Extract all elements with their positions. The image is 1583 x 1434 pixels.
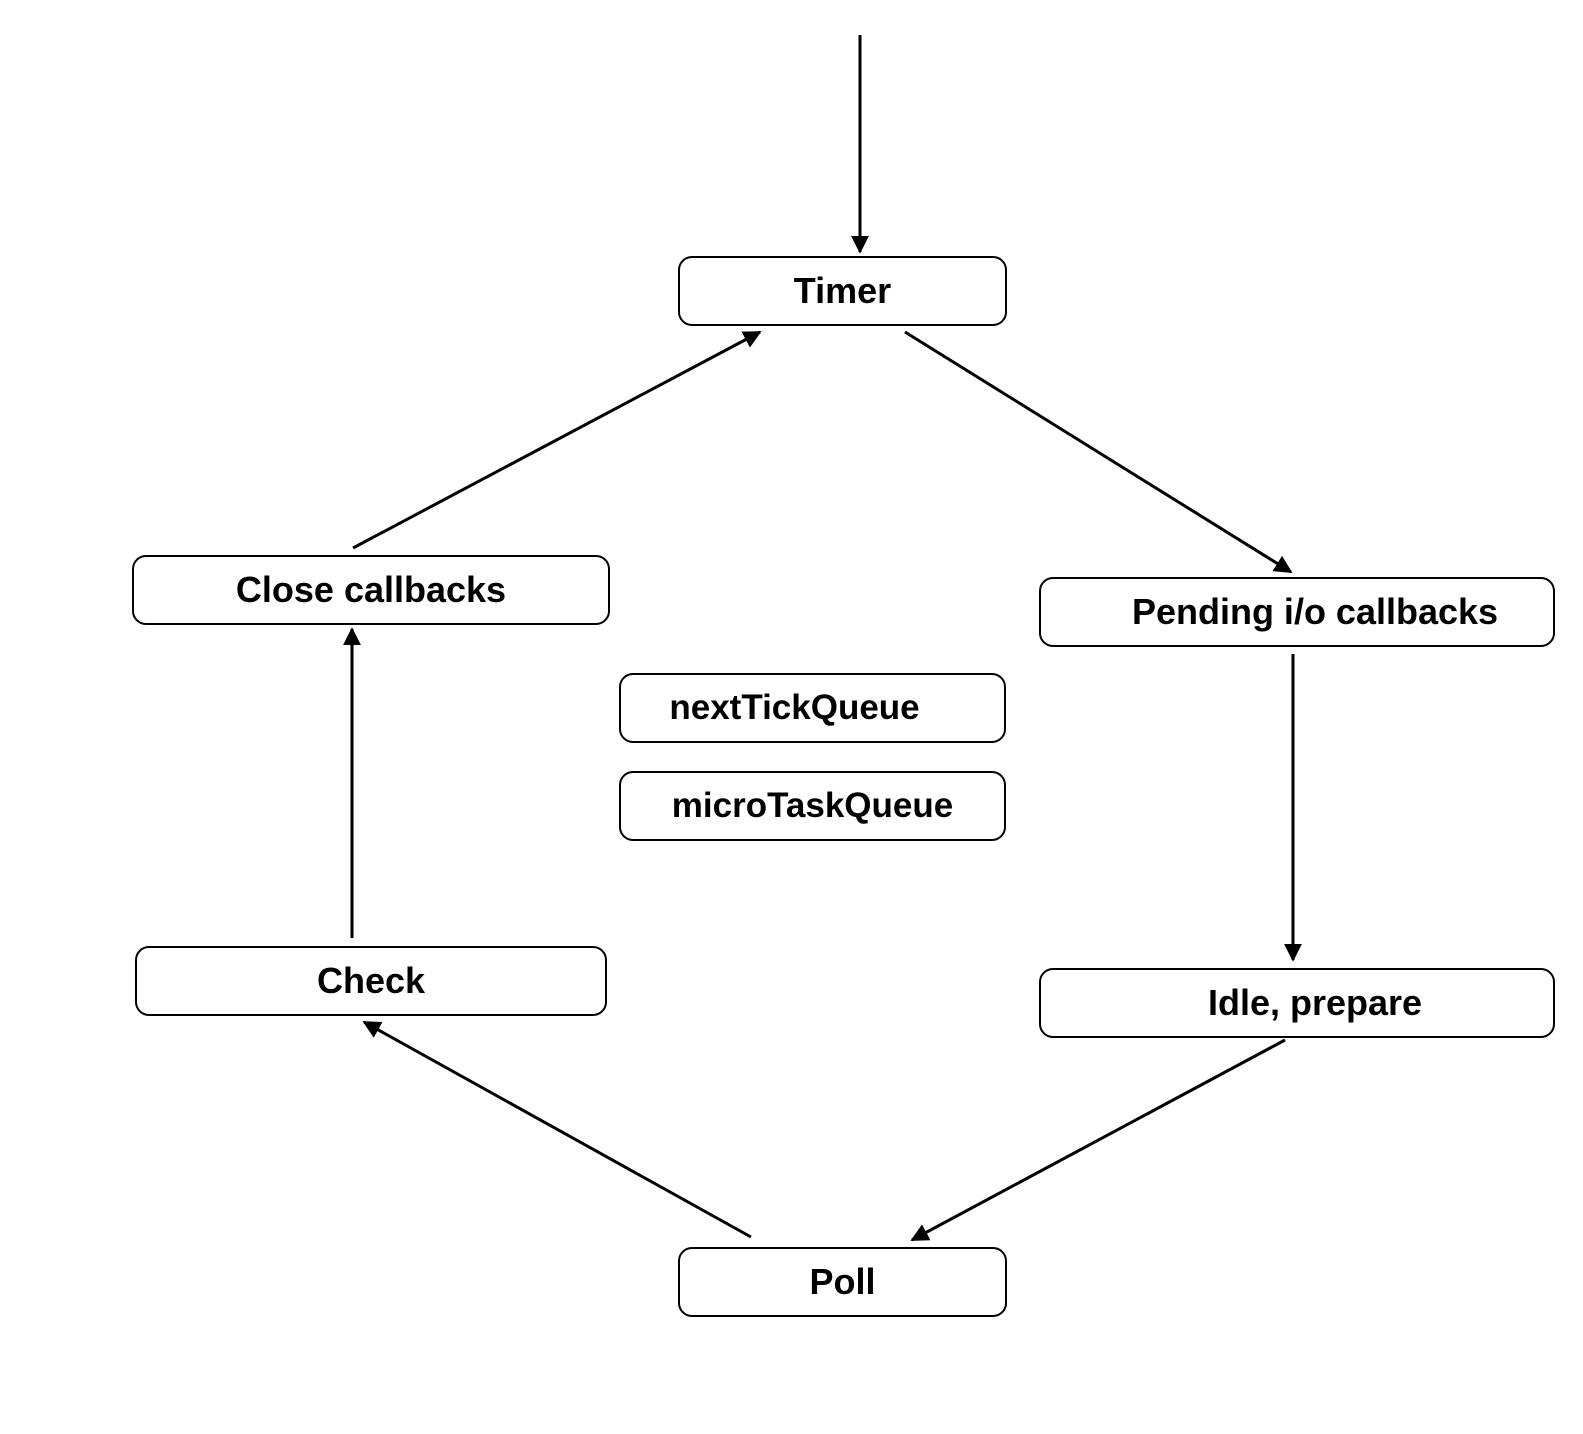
timer-label: Timer [793,270,892,311]
check-node: Check [135,946,607,1016]
close-callbacks-label: Close callbacks [235,569,507,610]
micro-task-queue-node: microTaskQueue [619,771,1006,841]
arrow-close-to-timer [352,330,762,550]
arrow-timer-to-pending [904,330,1293,574]
pending-io-callbacks-node: Pending i/o callbacks [1039,577,1555,647]
pending-io-callbacks-label: Pending i/o callbacks [1131,591,1499,632]
close-callbacks-node: Close callbacks [132,555,610,625]
arrow-poll-to-check [362,1020,752,1239]
next-tick-queue-node: nextTickQueue [619,673,1006,743]
check-label: Check [316,960,426,1001]
arrow-idle-to-poll [910,1038,1286,1242]
timer-node: Timer [678,256,1007,326]
idle-prepare-node: Idle, prepare [1039,968,1555,1038]
micro-task-queue-label: microTaskQueue [671,786,954,825]
idle-prepare-label: Idle, prepare [1207,982,1423,1023]
poll-label: Poll [809,1261,876,1302]
poll-node: Poll [678,1247,1007,1317]
next-tick-queue-label: nextTickQueue [669,688,920,727]
